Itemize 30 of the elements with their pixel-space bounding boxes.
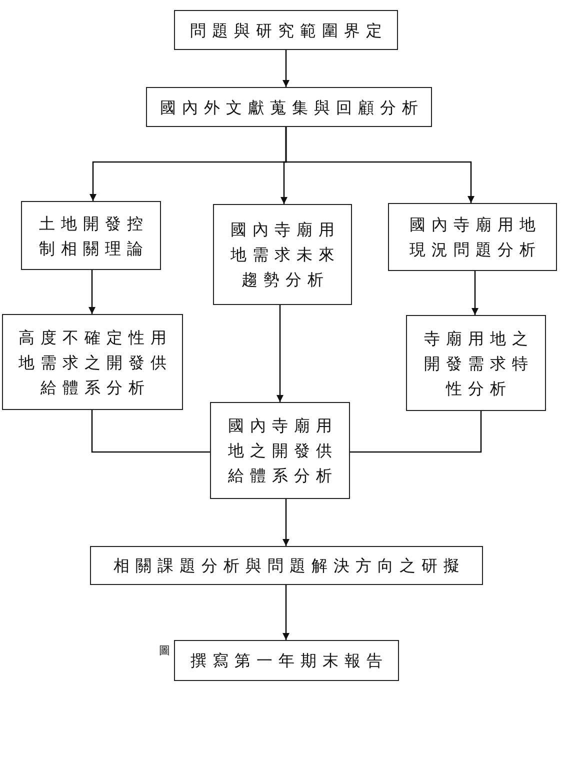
box-label: 高度不確定性用地需求之開發供給體系分析 (18, 326, 174, 398)
process-box (210, 402, 350, 499)
arrow (282, 585, 290, 640)
box-label: 國內寺廟用地需求未來趨勢分析 (230, 219, 342, 291)
arrow (276, 305, 284, 402)
box-label: 國內寺廟用地現況問題分析 (408, 214, 542, 261)
connector-line (350, 411, 482, 453)
process-box (174, 10, 398, 50)
arrow (472, 271, 478, 315)
figure-label: 圖 (159, 645, 170, 657)
box-label: 相關課題分析與問題解決方向之研擬 (112, 555, 466, 577)
box-label: 國內寺廟用地之開發供給體系分析 (227, 415, 339, 487)
process-box (213, 204, 352, 305)
box-label: 問題與研究範圍界定 (189, 20, 388, 42)
box-label: 撰寫第一年期末報告 (190, 650, 388, 672)
box-label: 國內外文獻蒐集與回顧分析 (159, 96, 424, 118)
process-box (90, 546, 483, 585)
arrow (88, 270, 96, 314)
process-box (21, 201, 161, 270)
arrow (282, 499, 290, 546)
arrow (285, 127, 474, 203)
process-box (406, 315, 546, 411)
process-box (174, 640, 399, 681)
process-box (2, 314, 183, 410)
connector-line (91, 410, 210, 453)
box-label: 土地開發控制相關理論 (38, 212, 150, 260)
box-label: 寺廟用地之開發需求特性分析 (423, 328, 535, 400)
process-box (388, 203, 557, 271)
arrow (282, 50, 290, 87)
process-box (146, 87, 432, 127)
